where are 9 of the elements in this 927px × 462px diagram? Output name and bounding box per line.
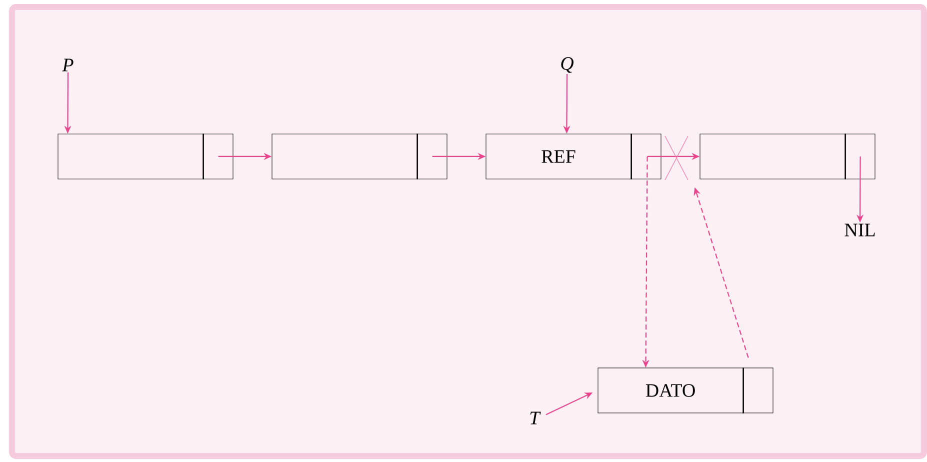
list-node-box [272, 134, 448, 180]
list-node-box [58, 134, 234, 180]
pointer-label: Q [561, 57, 574, 73]
list-node-box [700, 134, 876, 180]
pointer-label: P [62, 58, 74, 72]
pointer-label: T [530, 412, 541, 424]
pointer-label: NIL [844, 224, 875, 236]
list-node-box: DATO [598, 368, 774, 414]
list-node-box: REF [486, 134, 662, 180]
